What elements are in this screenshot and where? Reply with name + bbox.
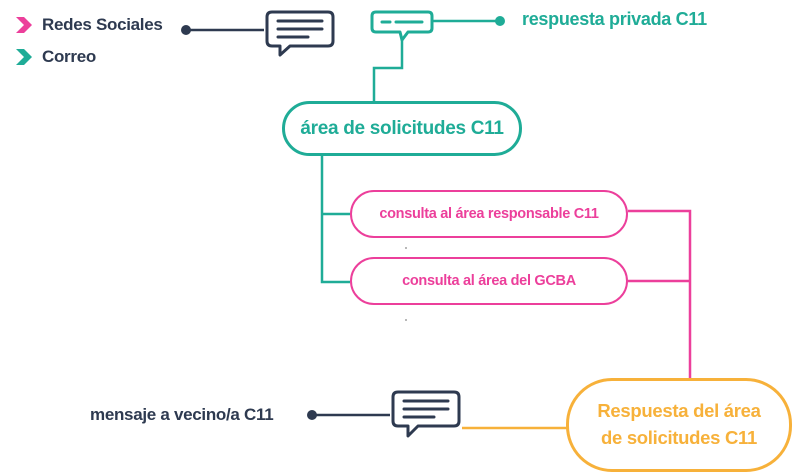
- stray-mark: [405, 319, 407, 321]
- chat-bubble-icon: [391, 390, 461, 438]
- chat-bubble-icon: [265, 10, 335, 57]
- request-area-node: área de solicitudes C11: [282, 101, 522, 156]
- incoming-connector-dot: [181, 25, 191, 35]
- legend-item-correo: Correo: [14, 47, 96, 67]
- legend-label: Correo: [42, 47, 96, 66]
- private-response-label: respuesta privada C11: [522, 9, 707, 29]
- stray-mark: [405, 247, 407, 249]
- private-response-connector-dot: [495, 16, 505, 26]
- chat-bubble-icon: [370, 10, 434, 42]
- responsible-area-query-node: consulta al área responsable C11: [350, 190, 628, 238]
- chevron-right-icon: [16, 49, 32, 65]
- queries-to-response-connector: [628, 209, 692, 378]
- request-area-to-queries-connector: [320, 156, 350, 284]
- request-area-response-node: Respuesta del área de solicitudes C11: [566, 378, 792, 472]
- gcba-area-query-node: consulta al área del GCBA: [350, 257, 628, 305]
- reply-to-request-area-connector: [372, 40, 404, 102]
- legend-label: Redes Sociales: [42, 15, 163, 34]
- legend-item-redes-sociales: Redes Sociales: [14, 15, 163, 35]
- outgoing-connector-dot: [307, 410, 317, 420]
- neighbor-message-label: mensaje a vecino/a C11: [90, 405, 274, 424]
- chevron-right-icon: [16, 17, 32, 33]
